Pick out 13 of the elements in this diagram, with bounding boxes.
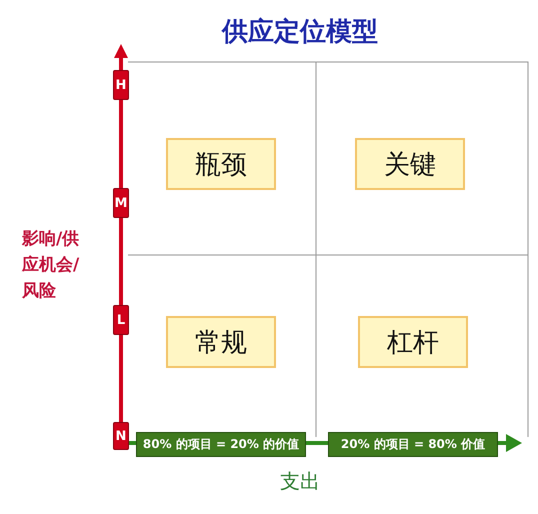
quadrant-box: 杠杆: [358, 316, 468, 368]
quadrant-box: 关键: [355, 138, 465, 190]
axis-bar: 80% 的项目 = 20% 的价值: [136, 432, 306, 457]
quadrant-box: 常规: [166, 316, 276, 368]
axis-marker: H: [113, 70, 129, 100]
axis-title: 影响/供应机会/风险: [22, 228, 80, 303]
quadrant-box: 瓶颈: [166, 138, 276, 190]
axis-marker: N: [113, 422, 129, 450]
axis-bar: 20% 的项目 = 80% 价值: [328, 432, 498, 457]
axis-title: 支出: [279, 468, 321, 495]
axis-marker: M: [113, 188, 129, 218]
title: 供应定位模型: [220, 16, 379, 49]
axis-marker: L: [113, 305, 129, 335]
